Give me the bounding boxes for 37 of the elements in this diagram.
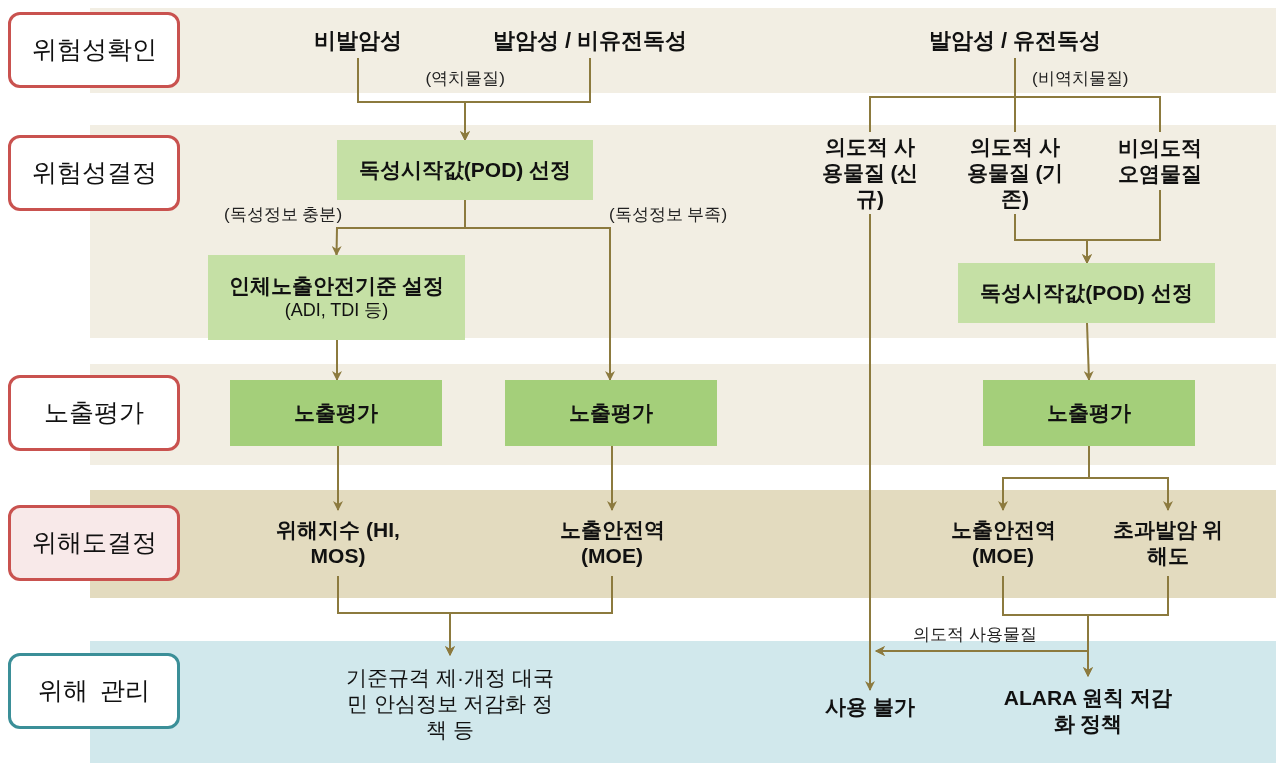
node-text: 의도적 사용물질 (기존) (965, 133, 1065, 213)
edge-label: (비역치물질) (1032, 67, 1129, 90)
process-box: 노출평가 (505, 380, 717, 446)
node-text: 발암성 / 비유전독성 (492, 27, 688, 55)
stage-label-box: 노출평가 (8, 375, 180, 451)
node-text: 노출안전역 (MOE) (949, 516, 1057, 569)
connector-arrow (332, 339, 342, 381)
connector-arrow (1083, 322, 1094, 381)
connector-arrow (607, 445, 617, 511)
node-text: ALARA 원칙 저감화 정책 (1003, 684, 1173, 737)
stage-label-box: 위험성확인 (8, 12, 180, 88)
node-text: 노출안전역 (MOE) (558, 516, 666, 569)
connector-arrow (445, 575, 613, 656)
stage-label-box: 위험성결정 (8, 135, 180, 211)
process-box: 노출평가 (230, 380, 442, 446)
node-text: 발암성 / 유전독성 (928, 27, 1102, 55)
stage-label-box: 위해도결정 (8, 505, 180, 581)
connector-arrow (1082, 189, 1161, 264)
connector-arrow (460, 57, 591, 141)
process-box: 인체노출안전기준 설정 (ADI, TDI 등) (208, 255, 465, 340)
node-text: 사용 불가 (825, 693, 915, 720)
node-text: 초과발암 위해도 (1111, 516, 1225, 569)
process-box: 노출평가 (983, 380, 1195, 446)
process-box: 독성시작값(POD) 선정 (337, 140, 593, 200)
node-text: 기준규격 제·개정 대국민 안심정보 저감화 정책 등 (345, 664, 555, 744)
process-box: 독성시작값(POD) 선정 (958, 263, 1215, 323)
stage-label-box: 위해 관리 (8, 653, 180, 729)
connector-arrow (865, 213, 875, 691)
edge-label: (역치물질) (425, 67, 505, 90)
node-text: 비의도적 오염물질 (1117, 134, 1203, 187)
edge-label: 의도적 사용물질 (913, 623, 1037, 646)
node-text: 비발암성 (314, 27, 402, 55)
node-text: 위해지수 (HI, MOS) (275, 516, 401, 569)
connector-arrow (333, 445, 343, 511)
edge-label: (독성정보 부족) (609, 203, 728, 226)
edge-label: (독성정보 충분) (224, 203, 343, 226)
node-text: 의도적 사용물질 (신규) (820, 133, 920, 213)
